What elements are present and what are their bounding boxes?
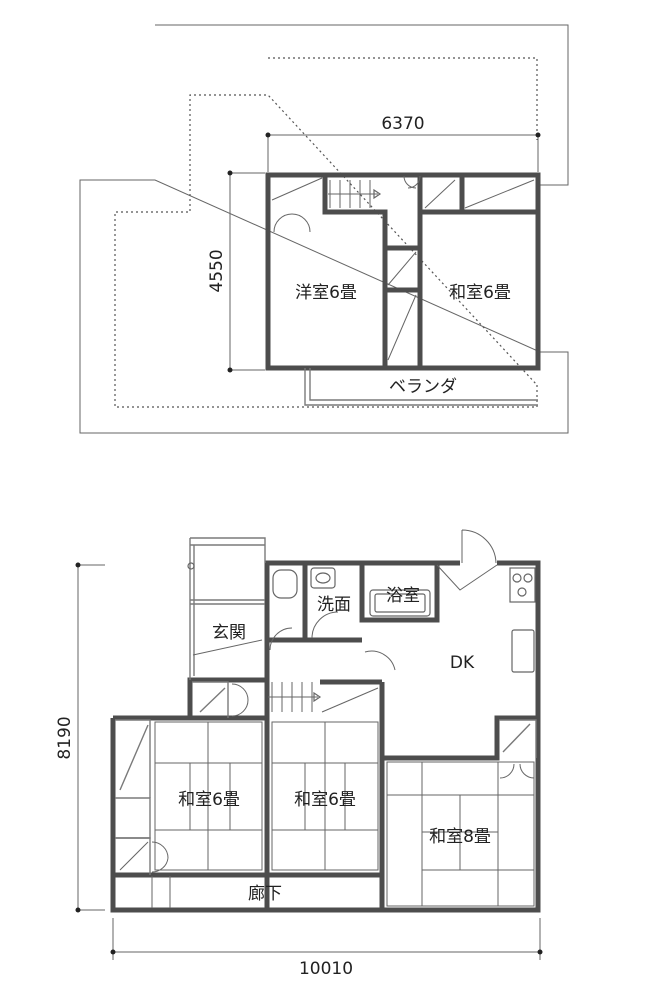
washroom: 洗面 [310, 567, 351, 639]
upper-western-room-label: 洋室6畳 [295, 283, 357, 303]
corridor-label: 廊下 [248, 884, 282, 904]
upper-height-dimension: 4550 [207, 170, 265, 373]
tatami-room-2-label: 和室6畳 [294, 790, 356, 810]
lower-closets [115, 681, 537, 875]
upper-doors [271, 175, 535, 361]
bathroom-label: 浴室 [386, 586, 420, 606]
upper-stairs [328, 180, 382, 208]
entrance: 玄関 [187, 537, 266, 680]
veranda-label: ベランダ [389, 377, 457, 397]
upper-inner-wall-left [322, 175, 388, 368]
upper-height-label: 4550 [207, 249, 227, 292]
entrance-label: 玄関 [212, 623, 246, 643]
eave-line [114, 57, 538, 408]
dining-kitchen: DK [364, 529, 536, 673]
lower-floor: 玄関 洗面 浴室 DK [55, 529, 543, 979]
bathroom: 浴室 [369, 586, 431, 617]
tatami-room-1: 和室6畳 [154, 721, 263, 871]
lower-width-dimension: 10010 [110, 918, 543, 979]
lower-height-dimension: 8190 [55, 562, 105, 913]
lower-width-label: 10010 [299, 959, 353, 979]
lower-stairs [268, 682, 379, 713]
roof-outline [79, 24, 569, 434]
toilet [269, 569, 298, 651]
upper-japanese-room-label: 和室6畳 [449, 283, 511, 303]
corridor: 廊下 [151, 876, 282, 908]
tatami-room-3-label: 和室8畳 [429, 827, 491, 847]
tatami-room-2: 和室6畳 [271, 721, 379, 871]
upper-outer-wall [265, 172, 541, 371]
washroom-label: 洗面 [317, 595, 351, 615]
upper-width-dimension: 6370 [265, 114, 541, 172]
lower-hall-wall [267, 637, 382, 685]
upper-floor: ベランダ 洋室6畳 和室6畳 6370 4550 [79, 24, 569, 434]
upper-inner-wall-right [385, 175, 538, 368]
lower-height-label: 8190 [55, 716, 75, 759]
veranda: ベランダ [304, 368, 538, 406]
upper-width-label: 6370 [381, 114, 424, 134]
tatami-room-1-label: 和室6畳 [178, 790, 240, 810]
dining-kitchen-label: DK [450, 653, 475, 673]
tatami-room-3: 和室8畳 [386, 761, 535, 907]
